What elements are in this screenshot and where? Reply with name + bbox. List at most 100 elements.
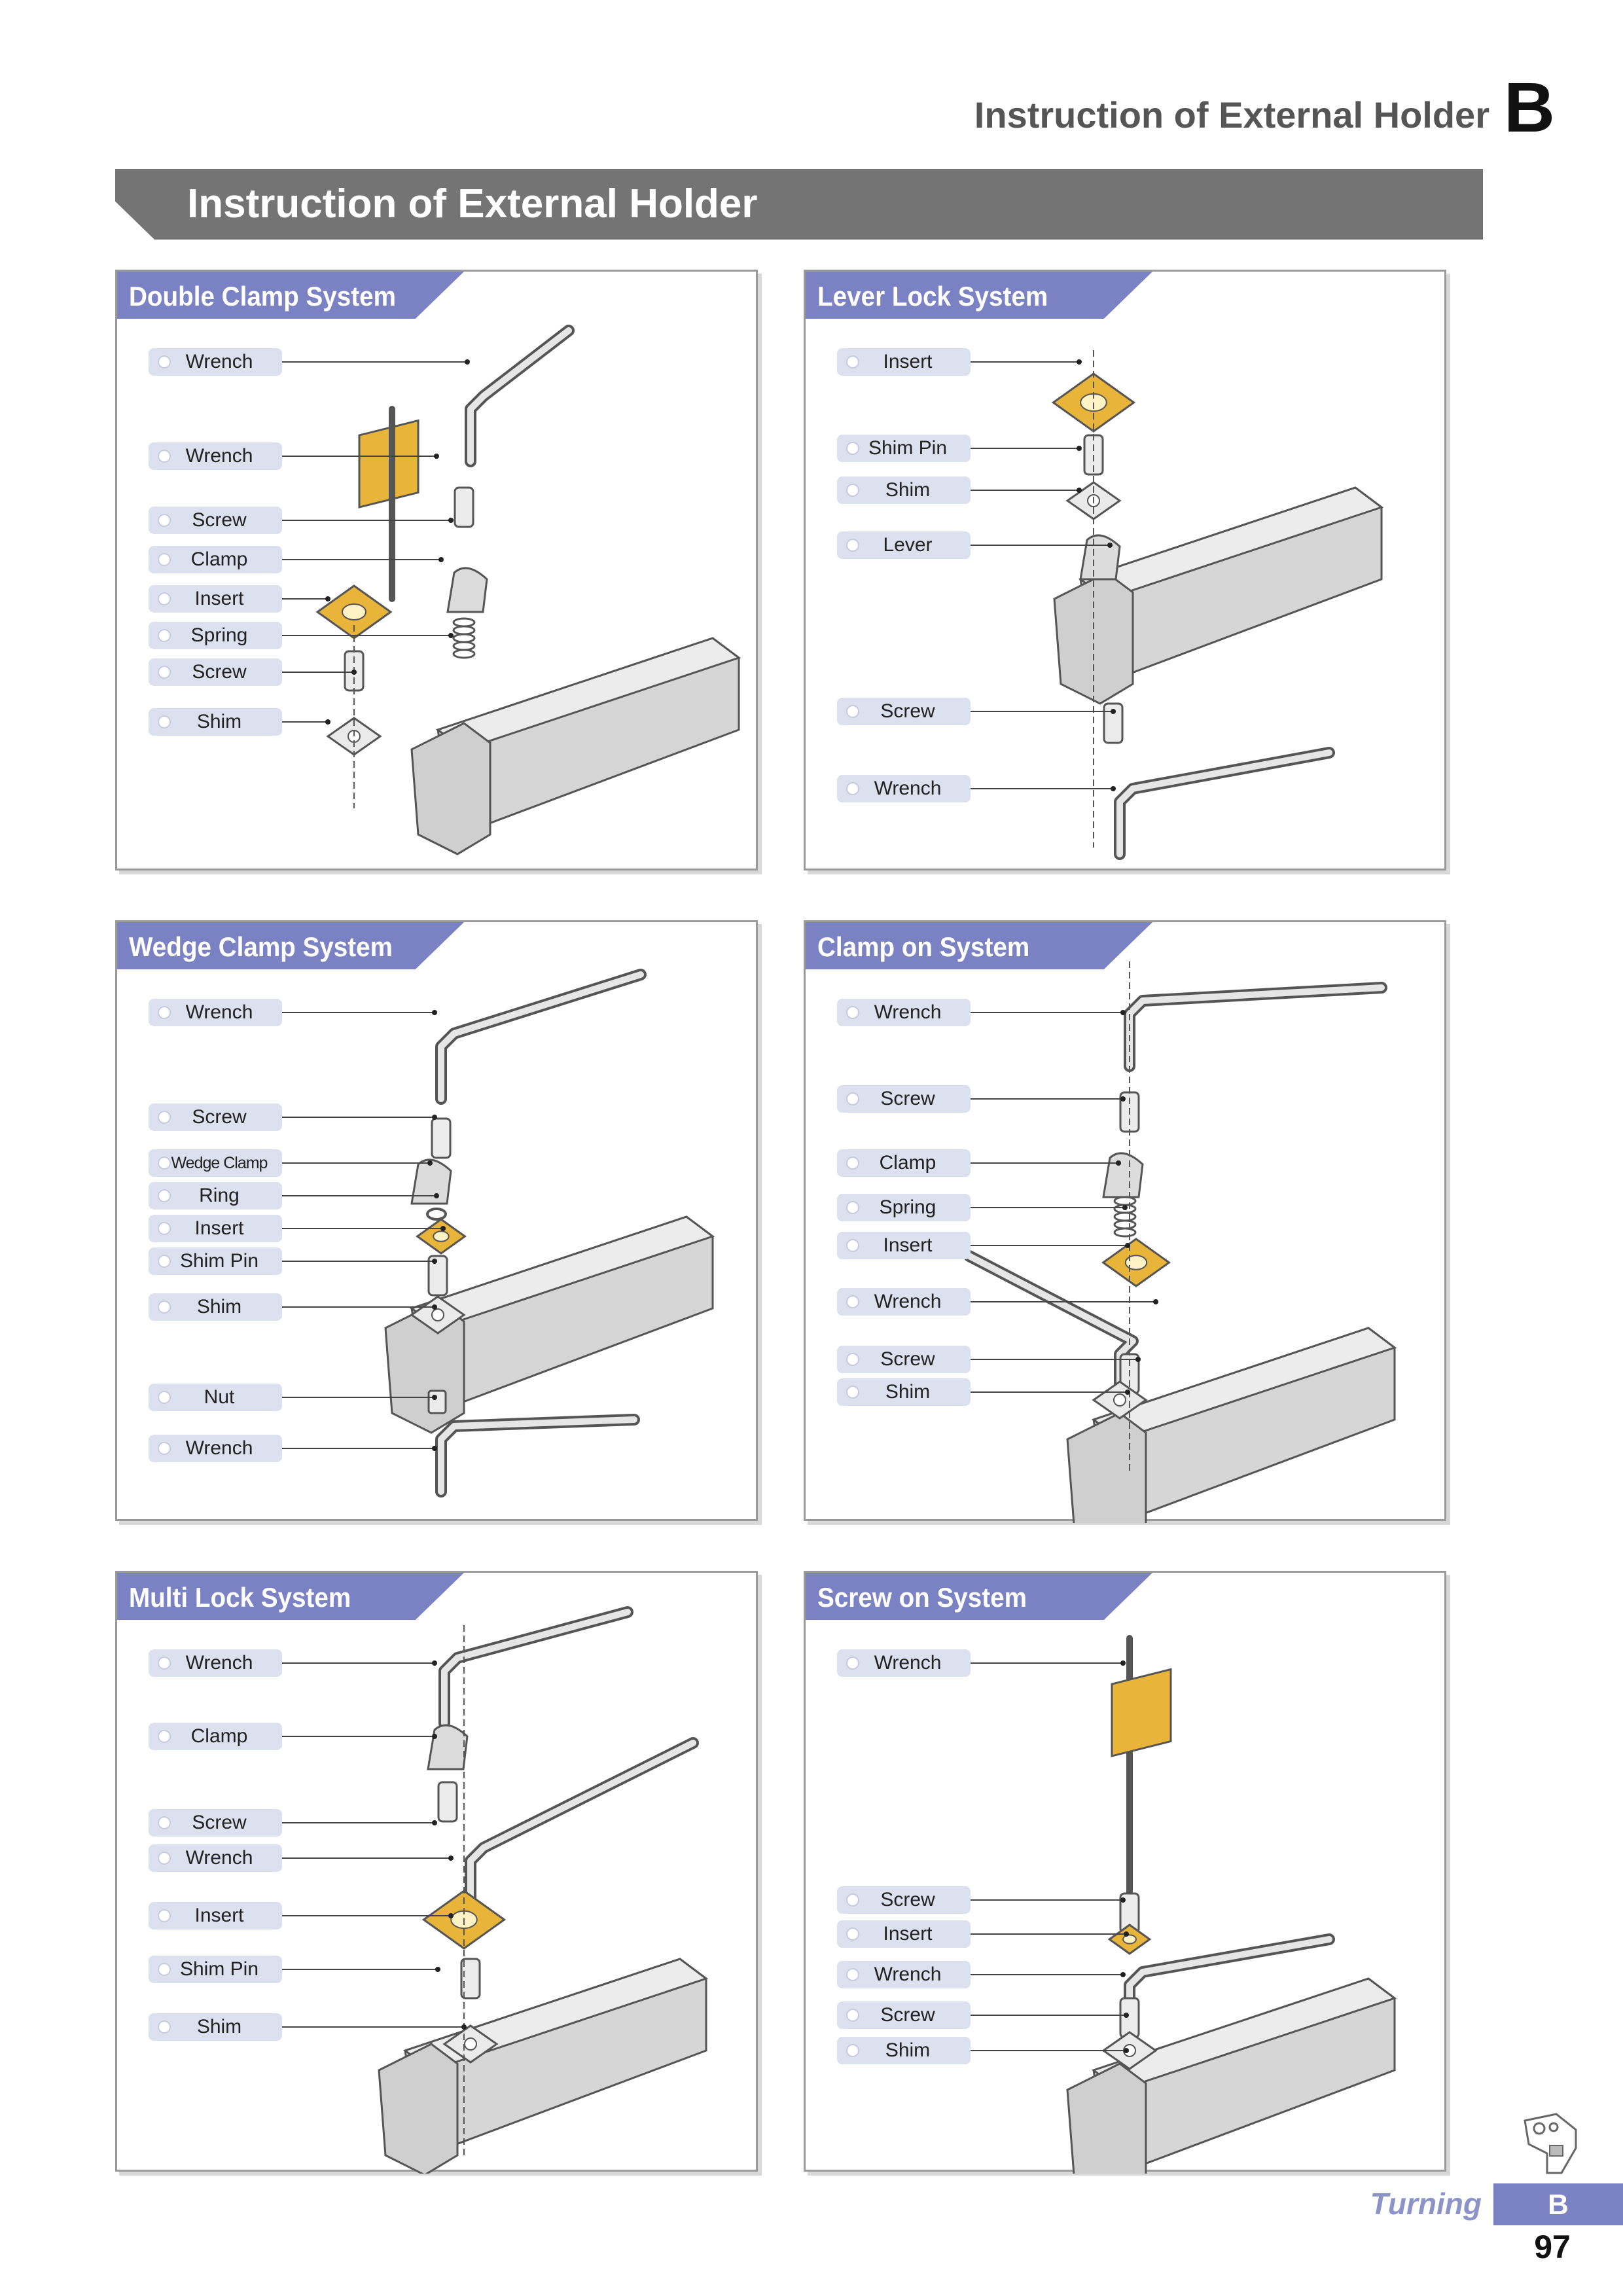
part-label-screw: Screw (149, 507, 282, 534)
label-bullet-icon (158, 1006, 171, 1019)
label-bullet-icon (158, 2020, 171, 2034)
part-label-wrench: Wrench (149, 1649, 282, 1677)
part-label-text: Wrench (185, 351, 253, 372)
part-label-insert: Insert (149, 1902, 282, 1929)
part-label-screw: Screw (837, 698, 971, 725)
leader-dot (432, 1820, 437, 1825)
part-label-text: Screw (192, 1812, 247, 1833)
part-label-wrench: Wrench (149, 348, 282, 376)
leader-dot (434, 1193, 439, 1198)
wedge-clamp (410, 1158, 452, 1205)
label-bullet-icon (158, 629, 171, 642)
part-label-text: Screw (880, 2004, 935, 2026)
part-label-wrench: Wrench (837, 775, 971, 802)
part-label-insert: Insert (837, 1232, 971, 1259)
part-label-screw: Screw (149, 658, 282, 686)
ring (426, 1208, 447, 1221)
label-bullet-icon (158, 1909, 171, 1922)
leader-dot (1120, 1096, 1126, 1102)
part-label-shim: Shim (837, 1378, 971, 1406)
part-label-text: Shim Pin (179, 1250, 259, 1272)
part-label-text: Wrench (874, 778, 942, 799)
clamp (427, 1724, 469, 1770)
leader-dot (427, 1160, 433, 1166)
label-bullet-icon (846, 1893, 859, 1907)
multi-lock-diagram (282, 1606, 709, 2174)
clamp-screw (454, 486, 474, 528)
part-label-text: Wrench (874, 1652, 942, 1674)
part-label-wrench: Wrench (149, 999, 282, 1026)
leader-dot (1135, 1357, 1141, 1362)
part-label-lever: Lever (837, 531, 971, 559)
leader-dot (325, 719, 330, 725)
title-banner: Instruction of External Holder (115, 169, 1483, 240)
label-bullet-icon (158, 666, 171, 679)
leader-dot (1077, 359, 1082, 365)
part-label-text: Spring (190, 624, 248, 646)
part-label-insert: Insert (837, 1920, 971, 1948)
leader-dot (1077, 488, 1082, 493)
label-bullet-icon (158, 1189, 171, 1202)
part-label-text: Shim (196, 1296, 242, 1318)
leader-dot (1124, 1931, 1129, 1937)
leader-dot (432, 1734, 437, 1739)
label-bullet-icon (158, 1657, 171, 1670)
part-label-text: Shim (885, 479, 931, 501)
part-label-text: Screw (880, 1348, 935, 1370)
running-head-title: Instruction of External Holder (974, 94, 1489, 135)
tool-holder-body (410, 637, 741, 855)
leader-dot (432, 1259, 437, 1264)
clamp (446, 567, 488, 613)
leader-dot (1116, 1160, 1121, 1166)
part-label-wrench: Wrench (837, 1961, 971, 1988)
part-label-shim: Shim (149, 708, 282, 736)
leader-dot (1125, 1243, 1130, 1248)
leader-dot (435, 1967, 440, 1972)
panel-title: Clamp on System (817, 931, 1030, 962)
part-label-text: Ring (199, 1185, 240, 1206)
label-bullet-icon (158, 1391, 171, 1404)
part-label-insert: Insert (837, 348, 971, 376)
leader-dot (432, 1010, 437, 1015)
part-label-wrench: Wrench (149, 1844, 282, 1872)
part-label-shim-pin: Shim Pin (149, 1956, 282, 1983)
label-bullet-icon (846, 442, 859, 455)
clamp-screw (437, 1781, 458, 1823)
part-label-text: Screw (192, 1106, 247, 1128)
part-label-text: Shim (885, 2039, 931, 2061)
part-label-wedge-clamp: Wedge Clamp (149, 1149, 282, 1177)
part-label-screw: Screw (837, 1346, 971, 1373)
leader-dot (1120, 1972, 1126, 1977)
leader-dot (440, 1226, 446, 1231)
leader-dot (1111, 786, 1116, 791)
leader-dot (448, 1913, 454, 1918)
label-bullet-icon (846, 1092, 859, 1105)
label-bullet-icon (846, 782, 859, 795)
footer-section-tab: B (1493, 2183, 1623, 2225)
leader-dot (1125, 1390, 1130, 1395)
tool-holder-body (378, 1958, 709, 2174)
leader-dot (1107, 543, 1113, 548)
label-bullet-icon (846, 1157, 859, 1170)
section-letter: B (1504, 67, 1555, 147)
part-label-text: Spring (879, 1196, 936, 1218)
label-bullet-icon (158, 592, 171, 605)
part-label-shim: Shim (149, 2013, 282, 2041)
label-bullet-icon (158, 355, 171, 368)
label-bullet-icon (846, 484, 859, 497)
label-bullet-icon (158, 715, 171, 728)
panel-header: Screw on System (806, 1573, 1152, 1620)
leader-dot (1124, 2013, 1129, 2018)
part-label-spring: Spring (149, 622, 282, 649)
part-label-text: Shim Pin (868, 437, 948, 459)
part-label-spring: Spring (837, 1194, 971, 1221)
part-label-text: Nut (204, 1386, 235, 1408)
leader-dot (432, 1446, 437, 1451)
shim-pin (460, 1958, 481, 2000)
turning-tool-thumbnail-icon (1524, 2113, 1577, 2174)
wedge-clamp-diagram (282, 969, 715, 1498)
